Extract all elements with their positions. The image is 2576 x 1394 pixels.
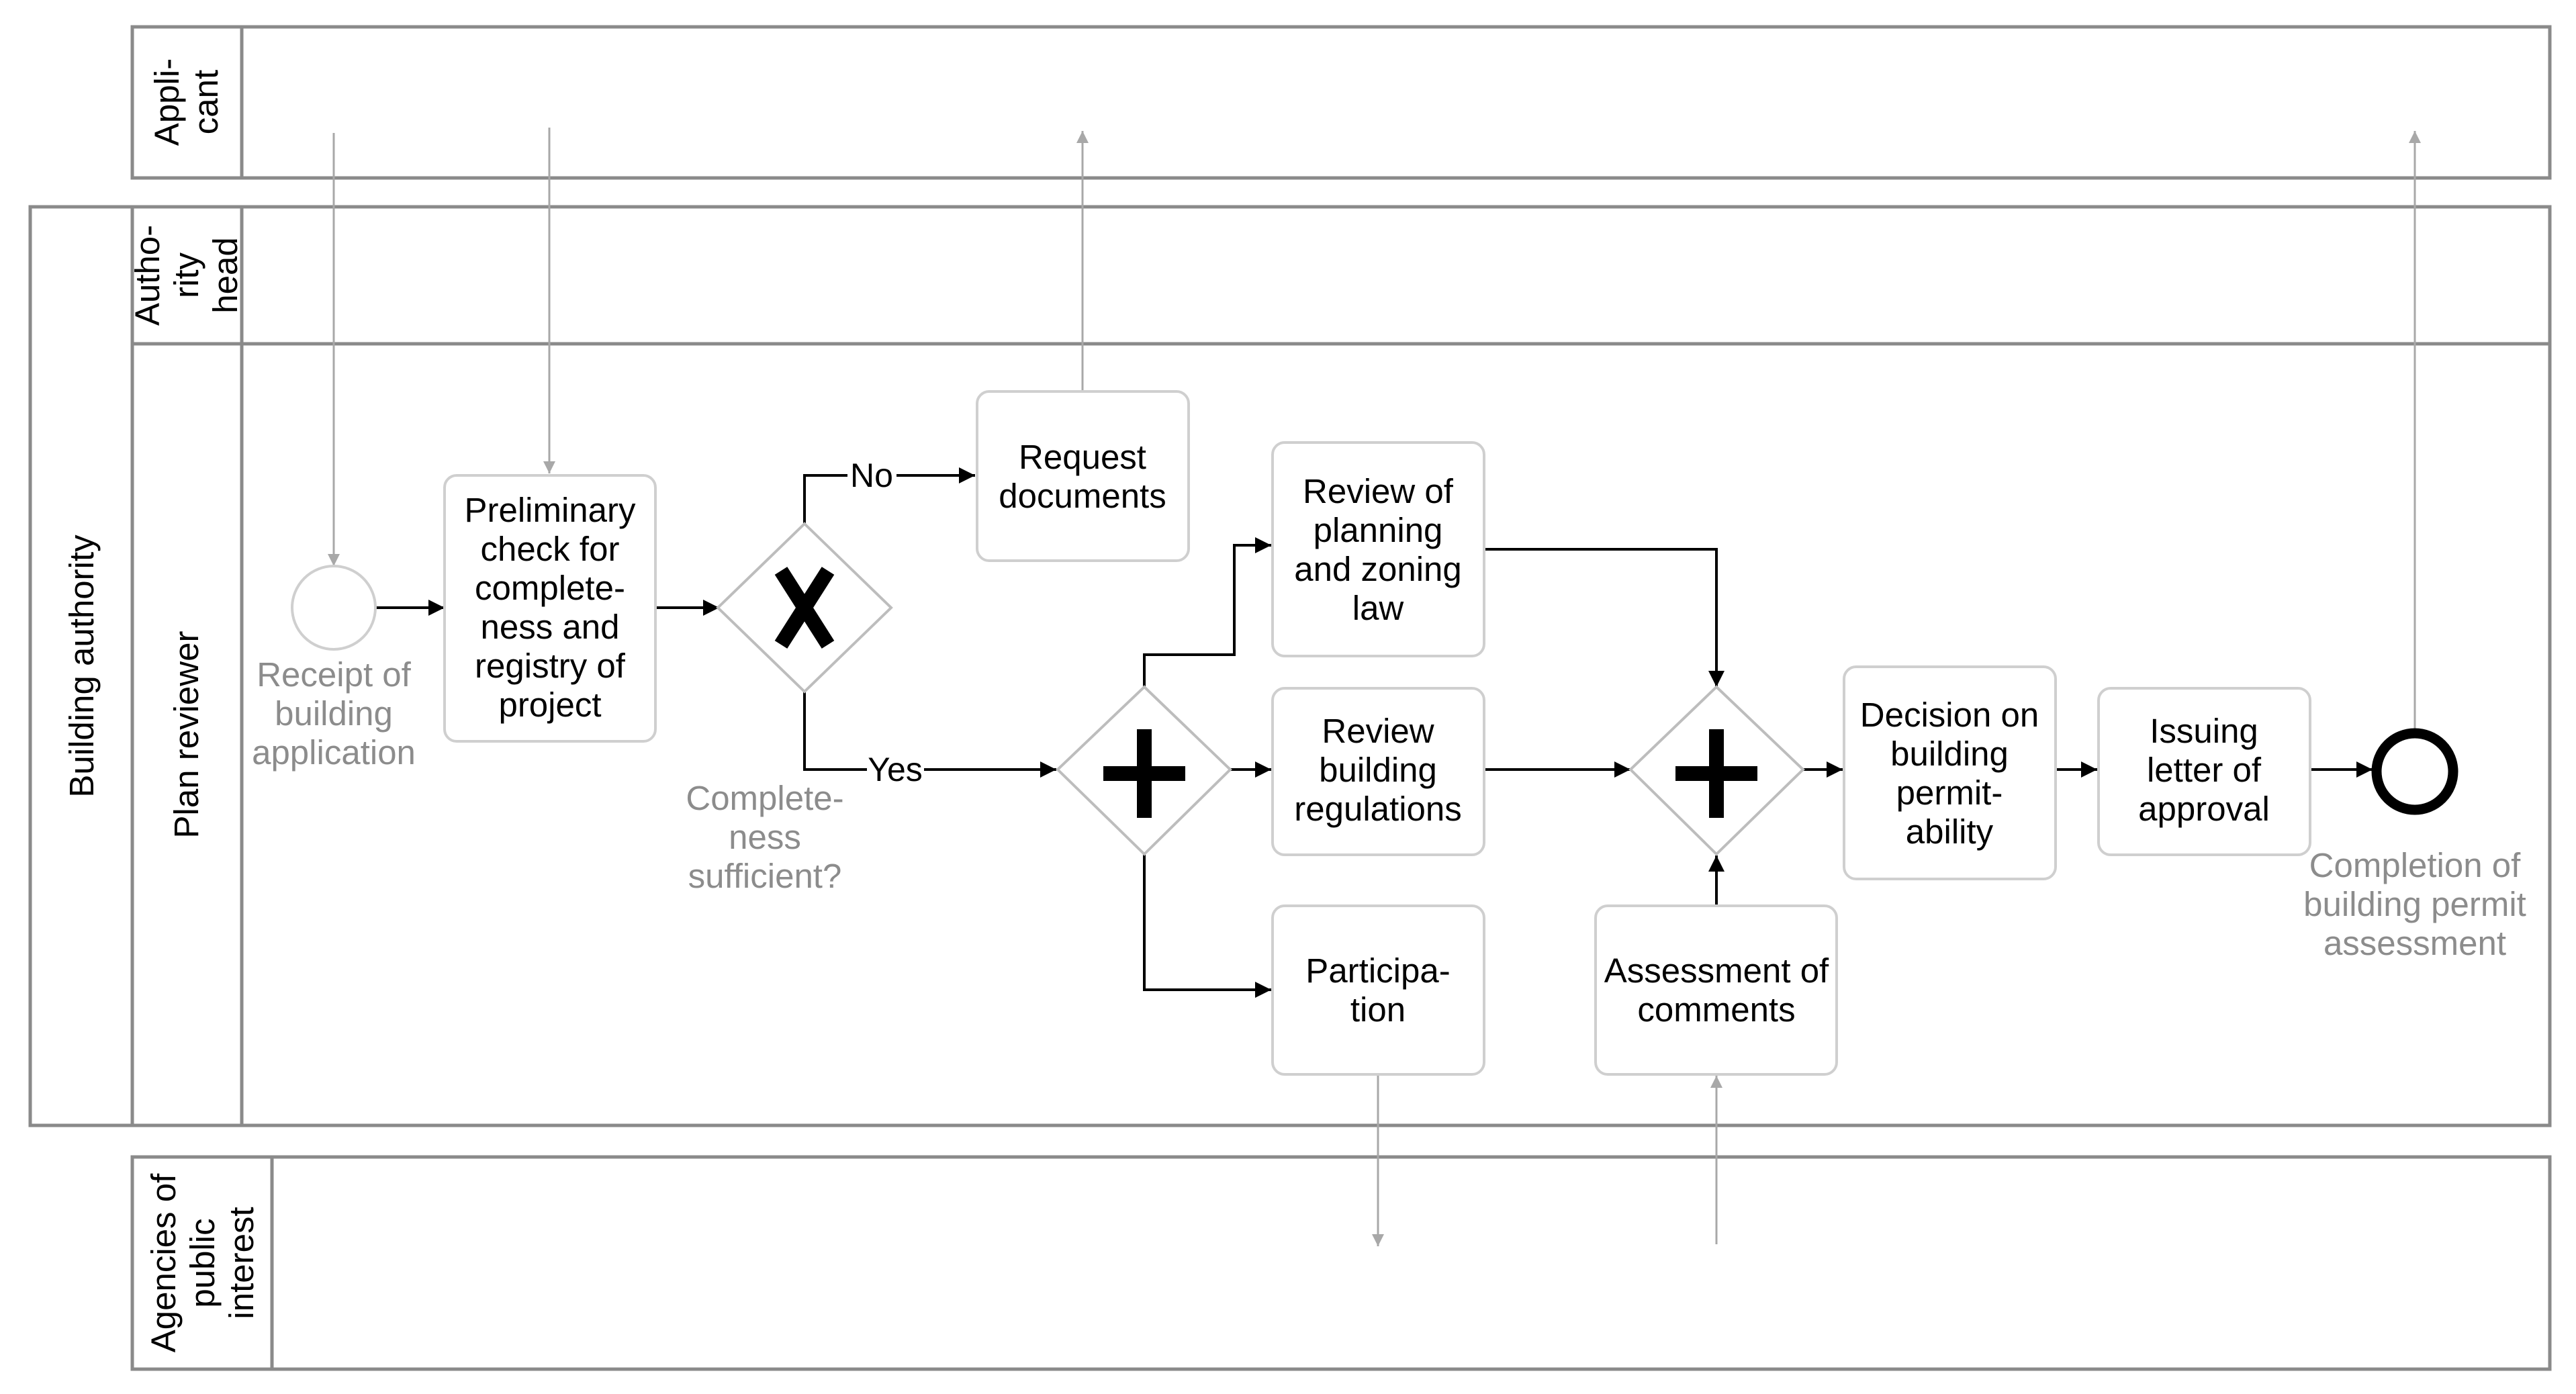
- plan-reviewer-lane-label: Plan reviewer: [167, 631, 205, 839]
- and-split-gateway: [1056, 685, 1232, 856]
- flow-planning-to-join: [1485, 548, 1724, 687]
- building-authority-pool: Building authority Autho-rityhead Plan r…: [28, 205, 2552, 1127]
- and-split-plus-icon: [1103, 729, 1185, 818]
- authority-head-lane-label: Autho-rityhead: [128, 225, 244, 326]
- building-authority-pool-label: Building authority: [62, 535, 101, 798]
- sequence-flows: [375, 467, 2373, 998]
- agencies-pool-label: Agencies ofpublicinterest: [144, 1173, 261, 1352]
- xor-x-icon: [774, 567, 835, 649]
- flow-xor-no: [803, 473, 847, 524]
- flow-and-to-planning: [1143, 537, 1271, 688]
- start-event: [291, 565, 377, 651]
- message-flows: [328, 128, 2421, 1246]
- flow-and-to-participation: [1143, 855, 1271, 998]
- flow-label-no: No: [850, 457, 893, 494]
- end-event: [2371, 728, 2458, 815]
- applicant-pool-label: Appli-cant: [148, 58, 225, 146]
- xor-gateway-completeness: [716, 522, 893, 694]
- and-join-plus-icon: [1675, 729, 1757, 818]
- task-participation: Participa-tion: [1271, 904, 1485, 1076]
- flow-label-yes: Yes: [868, 751, 923, 788]
- flow-xor-yes: [803, 692, 867, 771]
- and-join-gateway: [1628, 685, 1805, 856]
- agencies-pool: Agencies ofpublicinterest: [130, 1155, 2552, 1371]
- task-participation-label: Participa-tion: [1305, 951, 1450, 1029]
- applicant-pool: Appli-cant: [130, 25, 2552, 180]
